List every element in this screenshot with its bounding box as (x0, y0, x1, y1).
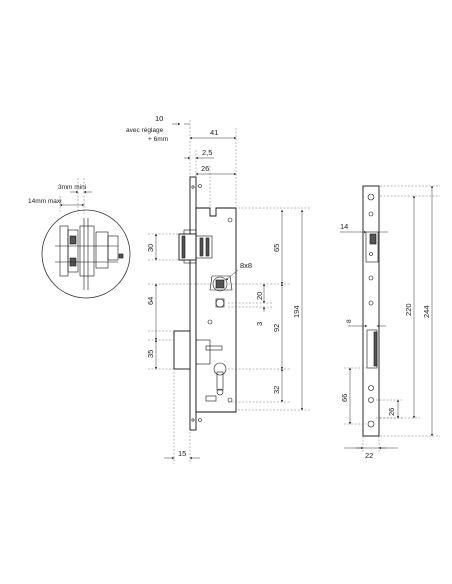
detail-mechanism (55, 218, 124, 290)
adjust-note-line1: avec réglage (126, 127, 164, 134)
top-dimensions: 10 avec réglage + 6mm 41 2,5 26 (126, 114, 237, 206)
follower-hub (209, 275, 233, 292)
strike-dimensions: 14 8 220 244 66 26 22 (340, 185, 440, 460)
strike-dim-26: 26 (387, 408, 396, 416)
dim-14mm-maxi: 14mm maxi (28, 198, 62, 205)
detail-view: 3mm mini 14mm maxi (28, 178, 131, 299)
dim-10: 10 (155, 114, 163, 123)
dim-65: 65 (272, 244, 281, 252)
dim-41: 41 (210, 128, 218, 137)
left-dimensions: 30 64 35 (146, 233, 212, 370)
strike-dim-66: 66 (340, 394, 349, 402)
strike-dim-8: 8 (346, 319, 353, 323)
cylinder-hole (213, 362, 227, 396)
dim-15: 15 (178, 449, 186, 458)
latch-bolt (178, 233, 213, 261)
strike-dim-220: 220 (404, 303, 413, 316)
lock-body-view (173, 176, 237, 431)
bottom-dimension: 15 (164, 372, 200, 464)
strike-plate (362, 185, 380, 437)
dim-2-5: 2,5 (202, 148, 212, 157)
strike-dim-22: 22 (365, 451, 373, 460)
dim-26: 26 (201, 164, 209, 173)
dim-20: 20 (255, 292, 264, 300)
dim-32: 32 (272, 386, 281, 394)
detail-circle (41, 209, 131, 299)
lock-case (195, 207, 237, 413)
adjust-note-line2: + 6mm (148, 136, 168, 143)
dim-64: 64 (146, 297, 155, 305)
deadbolt (173, 330, 211, 370)
dim-8x8: 8x8 (240, 261, 252, 270)
dim-92: 92 (272, 324, 281, 332)
dim-3: 3 (255, 322, 264, 326)
strike-dim-14: 14 (340, 222, 348, 231)
lock-faceplate (189, 176, 197, 431)
dim-35: 35 (146, 350, 155, 358)
strike-plate-view (362, 185, 380, 437)
strike-dim-244: 244 (422, 305, 431, 318)
dim-3mm-mini: 3mm mini (58, 184, 86, 191)
dim-194: 194 (292, 305, 301, 318)
dim-30: 30 (146, 244, 155, 252)
right-dimensions: 65 8x8 20 3 92 194 32 (225, 207, 310, 411)
